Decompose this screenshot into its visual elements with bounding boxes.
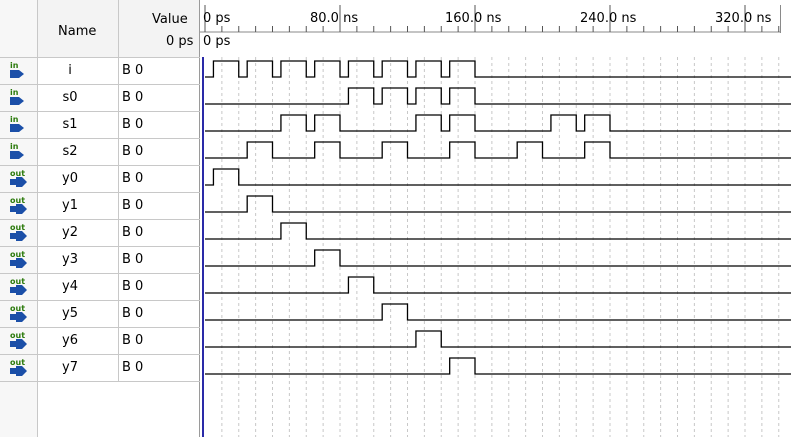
signal-value-y1: B 0 — [122, 198, 144, 213]
waveform-y2[interactable] — [205, 222, 791, 240]
ruler-tick-label: 160.0 ns — [445, 11, 502, 26]
output-pin-icon: out — [8, 251, 28, 269]
ruler-ticks — [200, 5, 780, 33]
row-separator — [0, 84, 200, 85]
pin-direction-label: in — [10, 115, 19, 124]
row-separator — [0, 354, 200, 355]
pin-direction-label: out — [10, 277, 26, 286]
waveform-y0[interactable] — [205, 168, 791, 186]
output-pin-icon: out — [8, 305, 28, 323]
signal-name-y1[interactable]: y1 — [62, 198, 78, 213]
input-pin-icon: in — [8, 116, 28, 134]
output-pin-icon: out — [8, 332, 28, 350]
signal-value-y3: B 0 — [122, 252, 144, 267]
output-pin-icon: out — [8, 197, 28, 215]
ruler-tick-label: 240.0 ns — [580, 11, 637, 26]
row-separator — [0, 381, 200, 382]
pin-direction-label: out — [10, 331, 26, 340]
waveform-s2[interactable] — [205, 141, 791, 159]
row-separator — [0, 192, 200, 193]
signal-name-y5[interactable]: y5 — [62, 306, 78, 321]
row-separator — [0, 219, 200, 220]
row-separator — [0, 165, 200, 166]
row-separator — [0, 300, 200, 301]
signal-name-s2[interactable]: s2 — [62, 144, 78, 159]
waveform-y5[interactable] — [205, 303, 791, 321]
ruler-tick-label: 0 ps — [203, 11, 231, 26]
pin-direction-label: in — [10, 61, 19, 70]
row-separator — [0, 138, 200, 139]
waveform-y6[interactable] — [205, 330, 791, 348]
signal-name-y6[interactable]: y6 — [62, 333, 78, 348]
row-separator — [0, 327, 200, 328]
signal-value-y0: B 0 — [122, 171, 144, 186]
value-column-header[interactable] — [119, 0, 200, 57]
signal-name-y7[interactable]: y7 — [62, 360, 78, 375]
ruler-tick-label: 80.0 ns — [310, 11, 359, 26]
waveform-y7[interactable] — [205, 357, 791, 375]
signal-name-y4[interactable]: y4 — [62, 279, 78, 294]
output-pin-icon: out — [8, 224, 28, 242]
pin-direction-label: out — [10, 250, 26, 259]
ruler-end-marker — [780, 5, 781, 33]
cursor-time-readout: 0 ps — [203, 34, 231, 49]
signal-value-y5: B 0 — [122, 306, 144, 321]
pane-divider[interactable] — [199, 0, 200, 437]
row-separator — [0, 273, 200, 274]
waveform-y1[interactable] — [205, 195, 791, 213]
signal-value-y2: B 0 — [122, 225, 144, 240]
output-pin-icon: out — [8, 278, 28, 296]
row-separator — [0, 246, 200, 247]
column-divider[interactable] — [37, 0, 38, 437]
waveform-y4[interactable] — [205, 276, 791, 294]
waveform-s1[interactable] — [205, 114, 791, 132]
input-pin-icon: in — [8, 62, 28, 80]
waveform-y3[interactable] — [205, 249, 791, 267]
pin-direction-label: in — [10, 88, 19, 97]
signal-value-y7: B 0 — [122, 360, 144, 375]
name-column-header[interactable] — [38, 0, 118, 57]
pin-direction-label: out — [10, 358, 26, 367]
pin-direction-label: out — [10, 304, 26, 313]
output-pin-icon: out — [8, 359, 28, 377]
signal-value-y4: B 0 — [122, 279, 144, 294]
waveform-i[interactable] — [205, 60, 791, 78]
signal-value-s2: B 0 — [122, 144, 144, 159]
pin-direction-label: out — [10, 169, 26, 178]
signal-name-y0[interactable]: y0 — [62, 171, 78, 186]
waveform-s0[interactable] — [205, 87, 791, 105]
waveform-pane[interactable] — [200, 57, 791, 437]
signal-name-i[interactable]: i — [68, 63, 72, 78]
signal-name-y2[interactable]: y2 — [62, 225, 78, 240]
output-pin-icon: out — [8, 170, 28, 188]
signal-name-y3[interactable]: y3 — [62, 252, 78, 267]
pin-direction-label: in — [10, 142, 19, 151]
header-separator — [0, 57, 200, 58]
signal-name-s1[interactable]: s1 — [62, 117, 78, 132]
name-header-label: Name — [58, 24, 97, 39]
waveform-canvas — [202, 57, 791, 437]
pin-direction-label: out — [10, 196, 26, 205]
signal-name-s0[interactable]: s0 — [62, 90, 78, 105]
signal-value-i: B 0 — [122, 63, 144, 78]
ruler-tick-label: 320.0 ns — [715, 11, 772, 26]
row-separator — [0, 111, 200, 112]
signal-value-s1: B 0 — [122, 117, 144, 132]
pin-direction-label: out — [10, 223, 26, 232]
signal-value-y6: B 0 — [122, 333, 144, 348]
signal-value-s0: B 0 — [122, 90, 144, 105]
time-ruler[interactable] — [200, 0, 791, 57]
column-divider[interactable] — [118, 0, 119, 381]
value-header-label: Value — [152, 12, 188, 27]
value-header-time: 0 ps — [166, 34, 194, 49]
input-pin-icon: in — [8, 143, 28, 161]
input-pin-icon: in — [8, 89, 28, 107]
